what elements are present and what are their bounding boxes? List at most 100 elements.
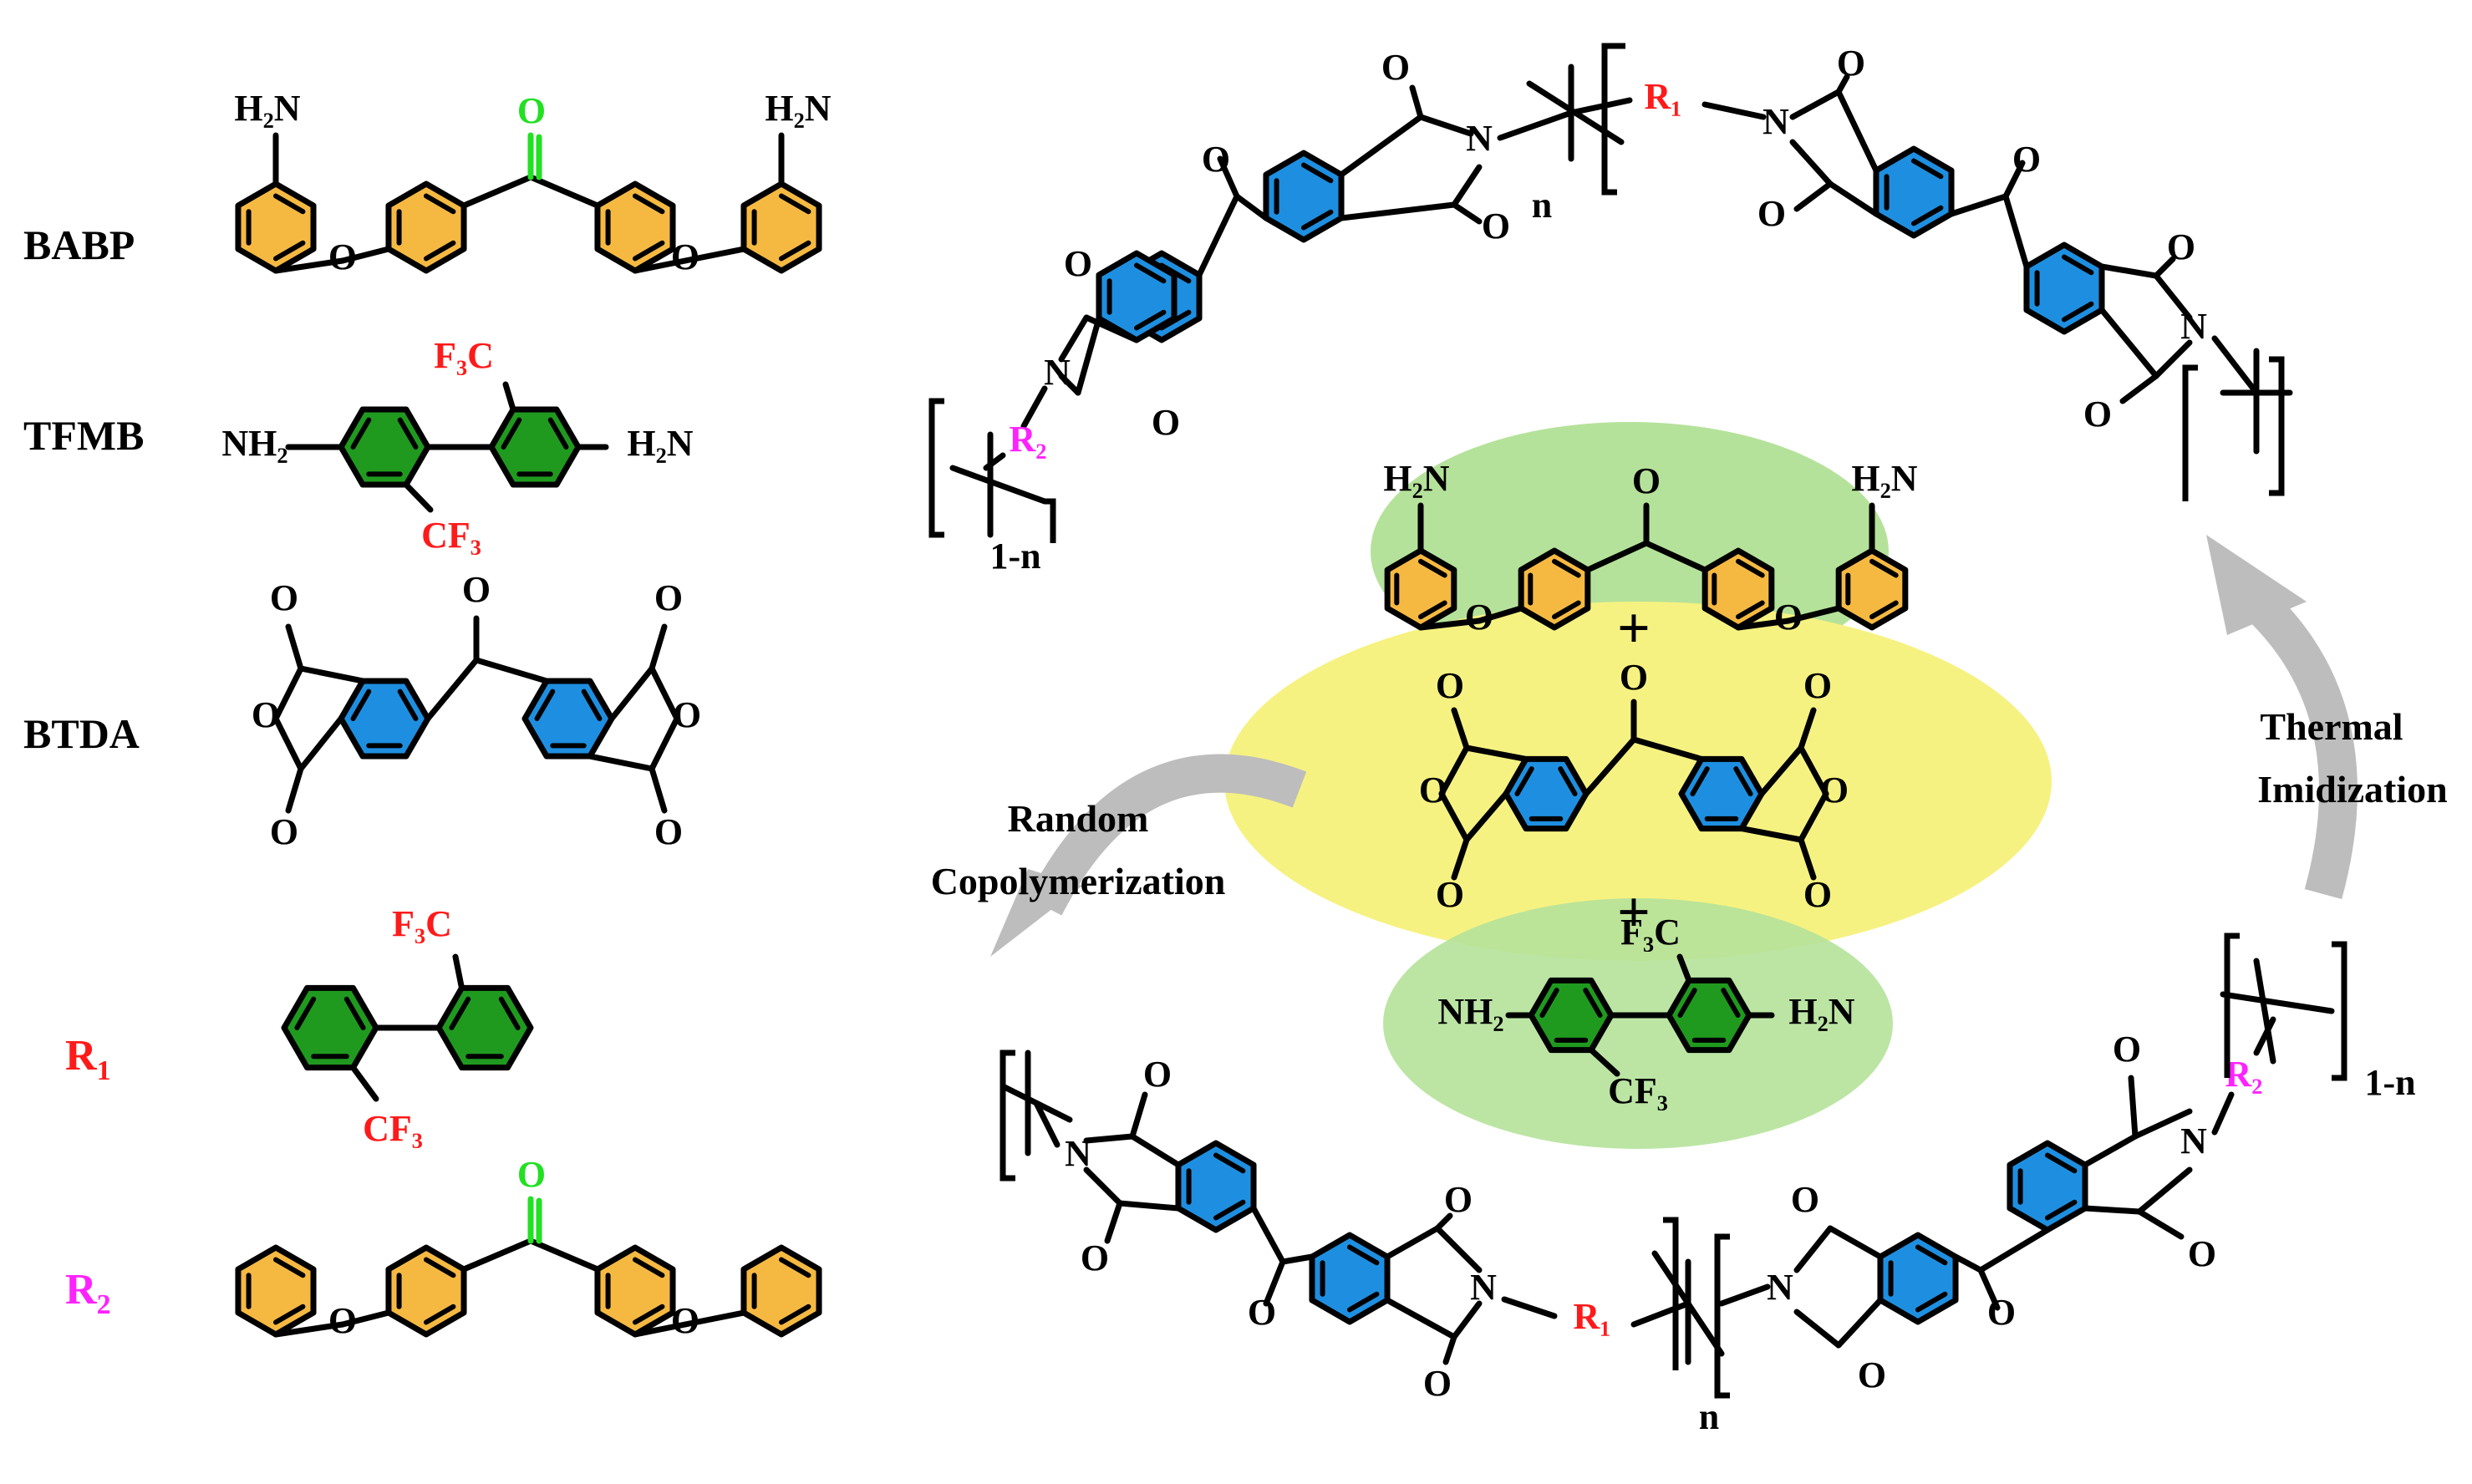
imide-oxygen: O: [2113, 1029, 2141, 1070]
bond: [1827, 180, 1879, 217]
ring-double-bond: [273, 193, 306, 215]
repeat-subscript: 1-n: [2364, 1062, 2415, 1103]
bond: [1758, 745, 1804, 797]
bond: [1789, 139, 1834, 187]
amine: NH₂: [1437, 991, 1503, 1032]
bond: [1977, 1227, 2051, 1273]
bond: [2098, 307, 2159, 379]
ring-double-bond: [633, 1257, 665, 1278]
bond: [425, 657, 480, 722]
ring-double-bond: [350, 417, 372, 450]
ring-double-bond: [350, 689, 372, 721]
bond: [1451, 201, 1483, 225]
ring-double-bond: [1911, 205, 1944, 226]
bond: [1250, 1205, 1286, 1265]
bond: [2153, 272, 2193, 321]
ring-double-bond: [534, 689, 556, 721]
ring-double-bond: [1213, 1152, 1246, 1174]
bond: [1129, 1133, 1182, 1168]
bond: [2253, 958, 2276, 1065]
polymer-bracket: [1601, 43, 1617, 196]
bond: [1451, 164, 1483, 208]
bond: [608, 665, 655, 722]
bond: [339, 246, 392, 264]
bond: [1083, 1166, 1123, 1207]
ring-double-bond: [1418, 600, 1447, 620]
r2-label: R2: [65, 1266, 111, 1320]
bond: [1451, 836, 1470, 881]
anhydride-oxygen: O: [1419, 770, 1447, 811]
trifluoromethyl: F₃C: [1620, 912, 1681, 953]
anhydride-oxygen: O: [270, 811, 298, 852]
bond: [1501, 1296, 1558, 1319]
bond: [1643, 540, 1708, 573]
polymer-bracket: [2182, 364, 2198, 501]
bond: [1384, 1225, 1441, 1260]
trifluoromethyl: CF₃: [363, 1108, 423, 1149]
ether-oxygen: O: [1774, 597, 1803, 638]
r1-group: R₁: [1574, 1296, 1611, 1337]
ring-double-bond: [1721, 988, 1741, 1018]
bond: [1442, 1334, 1457, 1365]
bond: [1263, 1258, 1286, 1307]
bond: [2119, 373, 2159, 404]
bond: [1738, 826, 1804, 843]
ring-double-bond: [1347, 1291, 1380, 1313]
bond: [1075, 315, 1102, 396]
bond: [2211, 335, 2260, 396]
bond: [1417, 114, 1474, 137]
bond: [682, 246, 747, 264]
amine: H₂N: [627, 423, 693, 464]
ring-double-bond: [1134, 309, 1167, 331]
bond: [1434, 1225, 1483, 1273]
bond: [1417, 617, 1483, 631]
carbonyl-oxygen: O: [517, 90, 546, 131]
anhydride-oxygen: O: [270, 577, 298, 618]
bond: [1676, 953, 1692, 983]
ring-double-bond: [1583, 988, 1603, 1018]
anhydride-oxygen: O: [654, 811, 683, 852]
ring-double-bond: [633, 193, 665, 215]
bond: [2082, 1205, 2143, 1215]
ring-double-bond: [501, 417, 522, 450]
ring-double-bond: [1213, 1199, 1246, 1221]
plus-sign-1: +: [1617, 597, 1651, 661]
bond: [1083, 314, 1140, 343]
ether-oxygen: O: [328, 1300, 357, 1341]
amine: NH₂: [221, 423, 287, 464]
carbonyl-oxygen: O: [1987, 1292, 2016, 1333]
bond: [350, 1065, 379, 1102]
bond: [1083, 1133, 1136, 1144]
bond: [527, 1238, 601, 1273]
bond: [403, 481, 434, 513]
ring-double-bond: [547, 417, 569, 450]
bond: [272, 665, 304, 722]
bond: [1835, 74, 1850, 95]
bond: [649, 623, 668, 672]
imide-oxygen: O: [1152, 402, 1180, 443]
imide-nitrogen: N: [2180, 1121, 2207, 1161]
bond: [473, 657, 550, 684]
ring-double-bond: [779, 1304, 811, 1325]
trifluoromethyl: F₃C: [392, 903, 452, 944]
bond: [298, 665, 366, 684]
trifluoromethyl: CF₃: [1608, 1070, 1668, 1111]
bond: [1033, 1100, 1061, 1148]
ring-double-bond: [1514, 766, 1534, 796]
bond: [1793, 1225, 1834, 1273]
bond: [1789, 89, 1842, 120]
ether-oxygen: O: [328, 236, 357, 277]
ring-double-bond: [2062, 301, 2094, 323]
bond: [1568, 97, 1633, 116]
ring-double-bond: [294, 996, 317, 1030]
ring-double-bond: [779, 193, 811, 215]
ring-double-bond: [424, 240, 456, 262]
imide-nitrogen: N: [1470, 1267, 1497, 1308]
bond: [1338, 114, 1424, 178]
bond: [1735, 617, 1792, 631]
bond: [339, 1309, 392, 1328]
bond: [1409, 84, 1424, 120]
bond: [527, 174, 601, 209]
anhydride-oxygen: O: [252, 694, 280, 735]
